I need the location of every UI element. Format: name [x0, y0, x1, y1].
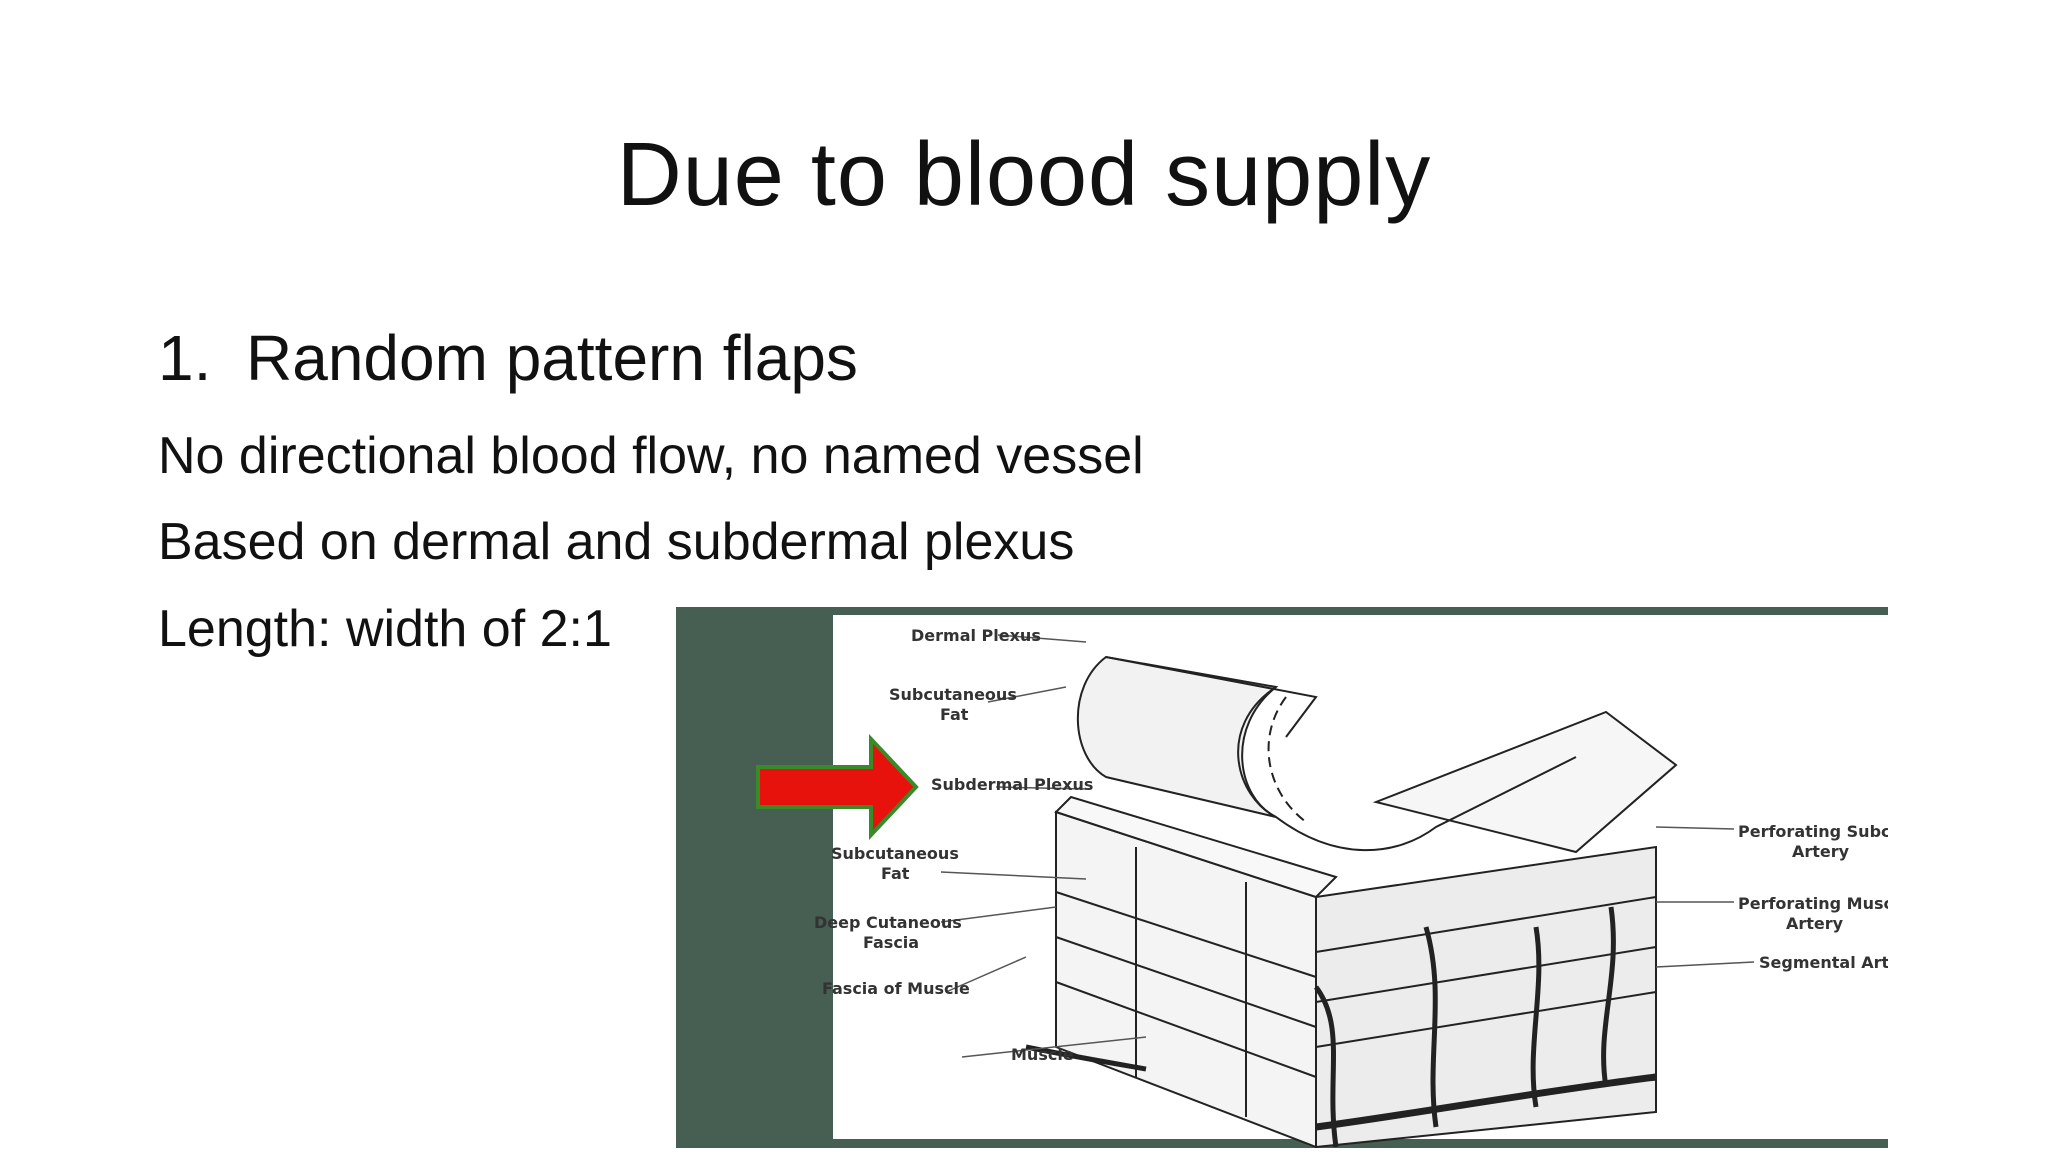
label-deep-cutaneous-fascia-2: Fascia	[863, 933, 919, 952]
heading-number: 1.	[158, 322, 212, 394]
label-muscle: Muscle	[1011, 1045, 1074, 1064]
label-subcutaneous-fat-top-2: Fat	[940, 705, 969, 724]
tissue-block	[1025, 655, 1678, 1148]
label-segmental-artery: Segmental Artery	[1759, 953, 1888, 972]
label-deep-cutaneous-fascia-1: Deep Cutaneous	[814, 913, 962, 932]
bullet-plexus-basis: Based on dermal and subdermal plexus	[158, 513, 1075, 571]
label-perforating-subcutaneous-artery-1: Perforating Subcutaneou	[1738, 822, 1888, 841]
red-arrow-icon	[756, 733, 919, 841]
label-subcutaneous-fat-left-2: Fat	[881, 864, 910, 883]
label-subcutaneous-fat-top-1: Subcutaneous	[889, 685, 1017, 704]
label-subdermal-plexus: Subdermal Plexus	[931, 775, 1093, 794]
label-fascia-of-muscle: Fascia of Muscle	[822, 979, 970, 998]
flap-illustration: Dermal Plexus Subcutaneous Fat Subdermal…	[756, 626, 1888, 1148]
bullet-directional-flow: No directional blood flow, no named vess…	[158, 427, 1144, 485]
label-perforating-subcutaneous-artery-2: Artery	[1792, 842, 1850, 861]
section-heading: 1. Random pattern flaps	[158, 318, 858, 398]
slide-title: Due to blood supply	[616, 125, 1432, 225]
label-subcutaneous-fat-left-1: Subcutaneous	[831, 844, 959, 863]
bullet-length-width-ratio: Length: width of 2:1	[158, 600, 612, 658]
flap-anatomy-figure: Dermal Plexus Subcutaneous Fat Subdermal…	[676, 607, 1888, 1148]
label-perforating-muscular-artery-1: Perforating Muscular	[1738, 894, 1888, 913]
label-perforating-muscular-artery-2: Artery	[1786, 914, 1844, 933]
heading-text: Random pattern flaps	[246, 322, 858, 394]
label-dermal-plexus: Dermal Plexus	[911, 626, 1041, 645]
